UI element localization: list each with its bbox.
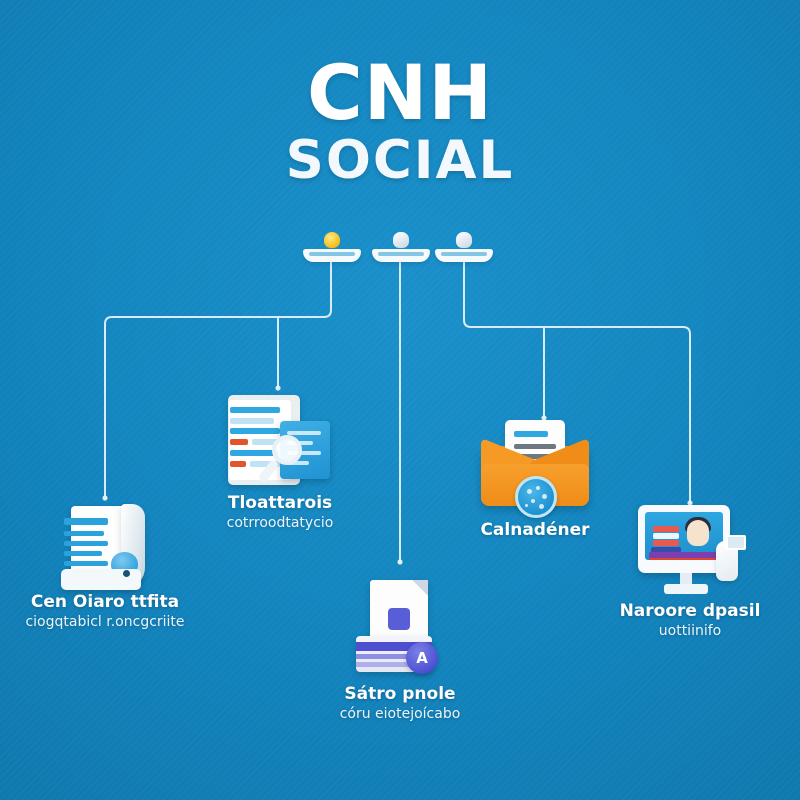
connector-left: [104, 257, 332, 499]
globe-badge-icon: [515, 476, 557, 518]
hub-tray: [303, 249, 361, 262]
connector-endpoint-4: [541, 415, 547, 421]
node-3[interactable]: A Sátro pnole córu eiotejoícabo: [310, 580, 490, 724]
envelope-letter-icon: [477, 420, 593, 520]
node-4[interactable]: Calnadéner: [445, 420, 625, 541]
node-2[interactable]: Tloattarois cotrroodtatycio: [180, 395, 380, 533]
form-magnifier-icon: [224, 395, 336, 493]
node-5-caption: Naroore dpasil: [619, 601, 761, 621]
node-2-subcaption: cotrroodtatycio: [226, 515, 334, 531]
connector-endpoint-2: [275, 385, 281, 391]
hub-tray: [372, 249, 430, 262]
node-5[interactable]: Naroore dpasil uottiinifo: [600, 505, 780, 641]
connector-right: [463, 257, 691, 504]
node-4-caption: Calnadéner: [480, 520, 590, 540]
node-1-subcaption: ciogqtabicl r.oncgcriite: [25, 614, 185, 630]
connector-endpoint-3: [397, 559, 403, 565]
diamond-icon: [456, 232, 472, 248]
connector-endpoint-5: [687, 500, 693, 506]
node-5-subcaption: uottiinifo: [658, 623, 722, 639]
hub-center[interactable]: [372, 220, 430, 262]
node-3-badge-text: A: [416, 649, 428, 667]
hub-tray: [435, 249, 493, 262]
node-3-subcaption: córu eiotejoícabo: [339, 706, 461, 722]
document-scroll-icon: [55, 500, 155, 592]
node-1[interactable]: Cen Oiaro ttfita ciogqtabicl r.oncgcriit…: [5, 500, 205, 632]
connector-endpoint-1: [102, 495, 108, 501]
document-card-icon: A: [350, 580, 450, 684]
diamond-icon: [393, 232, 409, 248]
node-1-caption: Cen Oiaro ttfita: [30, 592, 180, 612]
hub-left[interactable]: [303, 220, 361, 262]
badge-circle: A: [406, 642, 438, 674]
hub-right[interactable]: [435, 220, 493, 262]
node-2-caption: Tloattarois: [227, 493, 333, 513]
node-3-caption: Sátro pnole: [344, 684, 456, 704]
monitor-person-icon: [634, 505, 746, 601]
lightbulb-icon: [324, 232, 340, 248]
